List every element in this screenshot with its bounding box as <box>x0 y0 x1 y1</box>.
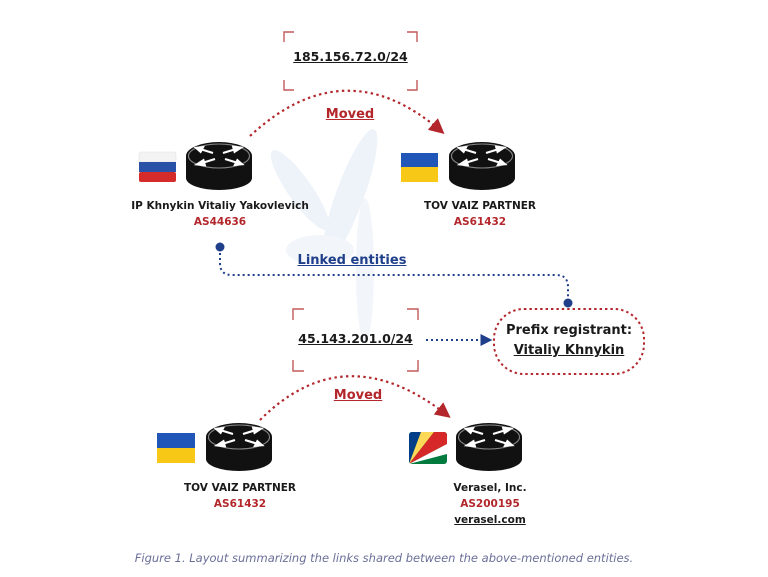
prefix-label-bottom: 45.143.201.0/24 <box>298 331 413 346</box>
bracket-top-prefix <box>283 31 418 91</box>
linked-entities-label: Linked entities <box>297 253 407 268</box>
watermark-dragonfly-icon <box>270 129 378 342</box>
entity-as-top-right: AS61432 <box>453 216 507 228</box>
entity-as-bottom-left: AS61432 <box>213 498 267 510</box>
ukraine-flag-icon <box>157 433 195 463</box>
linked-entities-connector <box>215 242 573 308</box>
router-icon <box>456 421 522 471</box>
registrant-name: Vitaliy Khnykin <box>513 343 625 358</box>
registrant-title: Prefix registrant: <box>505 323 633 338</box>
registrant-bubble <box>493 308 645 375</box>
entity-name-bottom-left: TOV VAIZ PARTNER <box>184 482 296 494</box>
entity-as-bottom-right: AS200195 <box>460 498 520 510</box>
moved-label-bottom: Moved <box>333 388 383 403</box>
ukraine-flag-icon <box>401 153 438 182</box>
entity-name-bottom-right: Verasel, Inc. <box>453 482 527 494</box>
entity-name-top-right: TOV VAIZ PARTNER <box>424 200 536 212</box>
prefix-label-top: 185.156.72.0/24 <box>293 49 408 64</box>
router-icon <box>186 140 252 190</box>
entity-site-bottom-right: verasel.com <box>454 514 526 526</box>
bracket-bottom-prefix <box>292 308 419 372</box>
router-icon <box>449 140 515 190</box>
moved-label-top: Moved <box>325 107 375 122</box>
entity-name-top-left: IP Khnykin Vitaliy Yakovlevich <box>131 200 309 212</box>
entity-as-top-left: AS44636 <box>193 216 247 228</box>
router-icon <box>206 421 272 471</box>
russia-flag-icon <box>138 151 177 182</box>
seychelles-flag-icon <box>409 432 447 464</box>
moved-arrow-top <box>249 89 445 137</box>
figure-caption: Figure 1. Layout summarizing the links s… <box>134 551 634 565</box>
